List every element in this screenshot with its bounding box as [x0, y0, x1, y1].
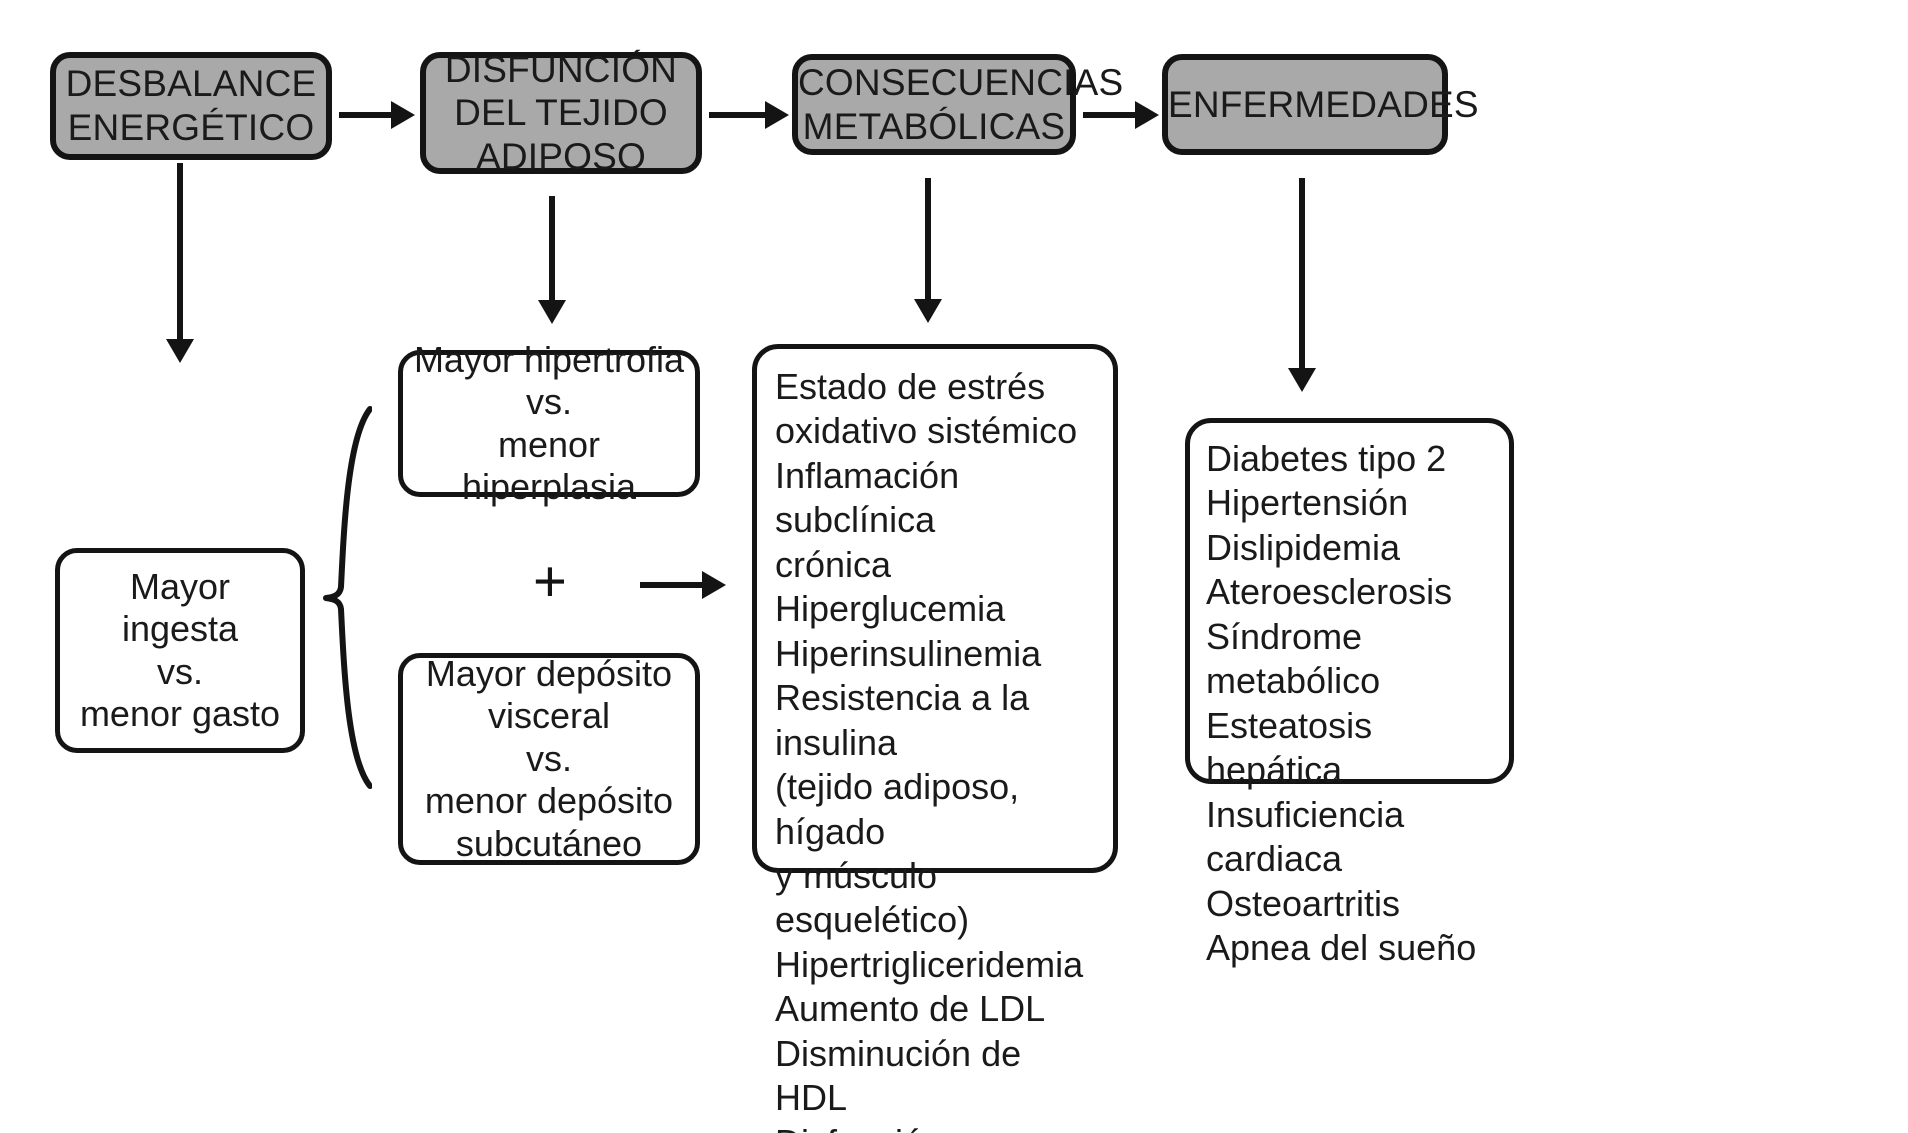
- arrow-head: [391, 101, 415, 129]
- arrow-shaft: [925, 178, 931, 301]
- arrow-head: [538, 300, 566, 324]
- arrow-shaft: [177, 163, 183, 341]
- stage-box-consecuencias-metabolicas[interactable]: CONSECUENCIAS METABÓLICAS: [792, 54, 1123, 155]
- curly-brace-grouping: [308, 405, 373, 790]
- arrow-head: [702, 571, 726, 599]
- stage-label: DISFUNCIÓN DEL TEJIDO ADIPOSO: [444, 48, 678, 177]
- stage-label: CONSECUENCIAS METABÓLICAS: [798, 61, 1124, 147]
- arrow-desbalance-to-disfuncion: [339, 100, 415, 130]
- stage-box-desbalance-energetico[interactable]: DESBALANCE ENERGÉTICO: [50, 52, 332, 160]
- metabolic-list-text: Estado de estrés oxidativo sistémico Inf…: [775, 366, 1084, 1133]
- detail-label: Mayor hipertrofia vs. menor hiperplasia: [413, 338, 685, 507]
- arrow-head: [914, 299, 942, 323]
- arrow-shaft: [709, 112, 769, 118]
- arrow-shaft: [1299, 178, 1305, 370]
- arrow-consecuencias-to-enfermedades: [1083, 100, 1159, 130]
- plus-operator: +: [533, 549, 567, 614]
- arrow-shaft: [339, 112, 395, 118]
- arrow-desbalance-down: [163, 163, 197, 363]
- stage-box-enfermedades[interactable]: ENFERMEDADES: [1162, 54, 1479, 155]
- arrow-sum-to-metabolic-list: [640, 570, 726, 600]
- arrow-head: [166, 339, 194, 363]
- arrow-head: [1288, 368, 1316, 392]
- disease-list-text: Diabetes tipo 2 Hipertensión Dislipidemi…: [1206, 438, 1477, 968]
- stage-box-disfuncion-tejido-adiposo[interactable]: DISFUNCIÓN DEL TEJIDO ADIPOSO: [420, 49, 702, 177]
- arrow-shaft: [1083, 112, 1139, 118]
- arrow-head: [1135, 101, 1159, 129]
- stage-label: DESBALANCE ENERGÉTICO: [65, 63, 317, 148]
- arrow-disfuncion-to-consecuencias: [709, 100, 789, 130]
- list-box-enfermedades[interactable]: Diabetes tipo 2 Hipertensión Dislipidemi…: [1185, 418, 1514, 968]
- arrow-enfermedades-down: [1285, 178, 1319, 392]
- arrow-consecuencias-down: [911, 178, 945, 323]
- brace-svg: [323, 406, 373, 789]
- detail-box-mayor-hipertrofia[interactable]: Mayor hipertrofia vs. menor hiperplasia: [398, 339, 700, 507]
- list-box-consecuencias-metabolicas[interactable]: Estado de estrés oxidativo sistémico Inf…: [752, 344, 1118, 1133]
- arrow-disfuncion-down: [535, 196, 569, 324]
- stage-label: ENFERMEDADES: [1168, 83, 1479, 125]
- detail-box-mayor-ingesta[interactable]: Mayor ingesta vs. menor gasto: [55, 548, 305, 753]
- arrow-shaft: [549, 196, 555, 302]
- detail-label: Mayor depósito visceral vs. menor depósi…: [424, 652, 674, 864]
- arrow-shaft: [640, 582, 706, 588]
- arrow-head: [765, 101, 789, 129]
- detail-box-mayor-deposito[interactable]: Mayor depósito visceral vs. menor depósi…: [398, 653, 700, 865]
- detail-label: Mayor ingesta vs. menor gasto: [79, 565, 281, 734]
